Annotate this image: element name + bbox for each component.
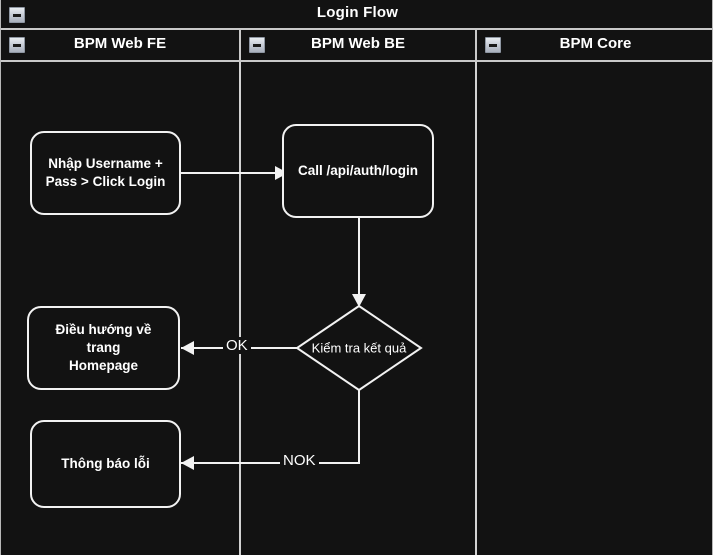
node-check-result-label: Kiểm tra kết quả <box>311 340 407 356</box>
node-go-homepage[interactable]: Điều hướng về trang Homepage <box>27 306 180 390</box>
lane-header-divider-2 <box>475 30 477 62</box>
node-input-credentials-label: Nhập Username + Pass > Click Login <box>46 155 166 191</box>
edge-label-ok: OK <box>223 337 251 354</box>
lane-collapse-icon-bpm-web-be[interactable] <box>249 37 265 53</box>
edge-ok-arrowhead <box>181 341 194 355</box>
lane-title-bpm-core: BPM Core <box>559 35 632 52</box>
edge-nok-vertical-line <box>358 389 360 464</box>
edge-call-to-decision-arrowhead <box>352 294 366 307</box>
node-call-login-api[interactable]: Call /api/auth/login <box>282 124 434 218</box>
edge-label-nok: NOK <box>280 452 319 469</box>
lane-collapse-icon-bpm-web-fe[interactable] <box>9 37 25 53</box>
lane-header-bar: BPM Web FE BPM Web BE BPM Core <box>1 30 712 62</box>
edge-nok-arrowhead <box>181 456 194 470</box>
diagram-title-bar: Login Flow <box>1 0 712 30</box>
lane-divider-fe-be <box>239 62 241 555</box>
node-call-login-api-label: Call /api/auth/login <box>297 162 418 178</box>
diagram-collapse-icon[interactable] <box>9 7 25 23</box>
lane-header-bpm-web-fe[interactable]: BPM Web FE <box>1 30 239 60</box>
lane-header-bpm-web-be[interactable]: BPM Web BE <box>241 30 475 60</box>
diagram-title: Login Flow <box>316 4 399 21</box>
node-go-homepage-line1: Điều hướng về trang <box>55 321 152 355</box>
lane-header-divider-1 <box>239 30 241 62</box>
node-show-error-label: Thông báo lỗi <box>61 455 150 471</box>
node-show-error[interactable]: Thông báo lỗi <box>30 420 181 508</box>
lane-divider-be-core <box>475 62 477 555</box>
node-go-homepage-label: Điều hướng về trang Homepage <box>37 321 170 376</box>
lane-title-bpm-web-fe: BPM Web FE <box>73 35 167 52</box>
node-input-credentials[interactable]: Nhập Username + Pass > Click Login <box>30 131 181 215</box>
edge-nok-horizontal-line <box>181 462 360 464</box>
node-go-homepage-line2: Homepage <box>68 358 139 374</box>
node-input-credentials-line2: Pass > Click Login <box>45 174 166 189</box>
edge-call-to-decision-line <box>358 218 360 300</box>
lane-title-bpm-web-be: BPM Web BE <box>311 35 405 52</box>
lane-header-bpm-core[interactable]: BPM Core <box>477 30 712 60</box>
node-input-credentials-line1: Nhập Username + <box>48 155 163 171</box>
lane-collapse-icon-bpm-core[interactable] <box>485 37 501 53</box>
edge-input-to-call-line <box>181 172 279 174</box>
decision-diamond-shape <box>295 304 423 392</box>
node-check-result[interactable]: Kiểm tra kết quả <box>295 304 423 392</box>
